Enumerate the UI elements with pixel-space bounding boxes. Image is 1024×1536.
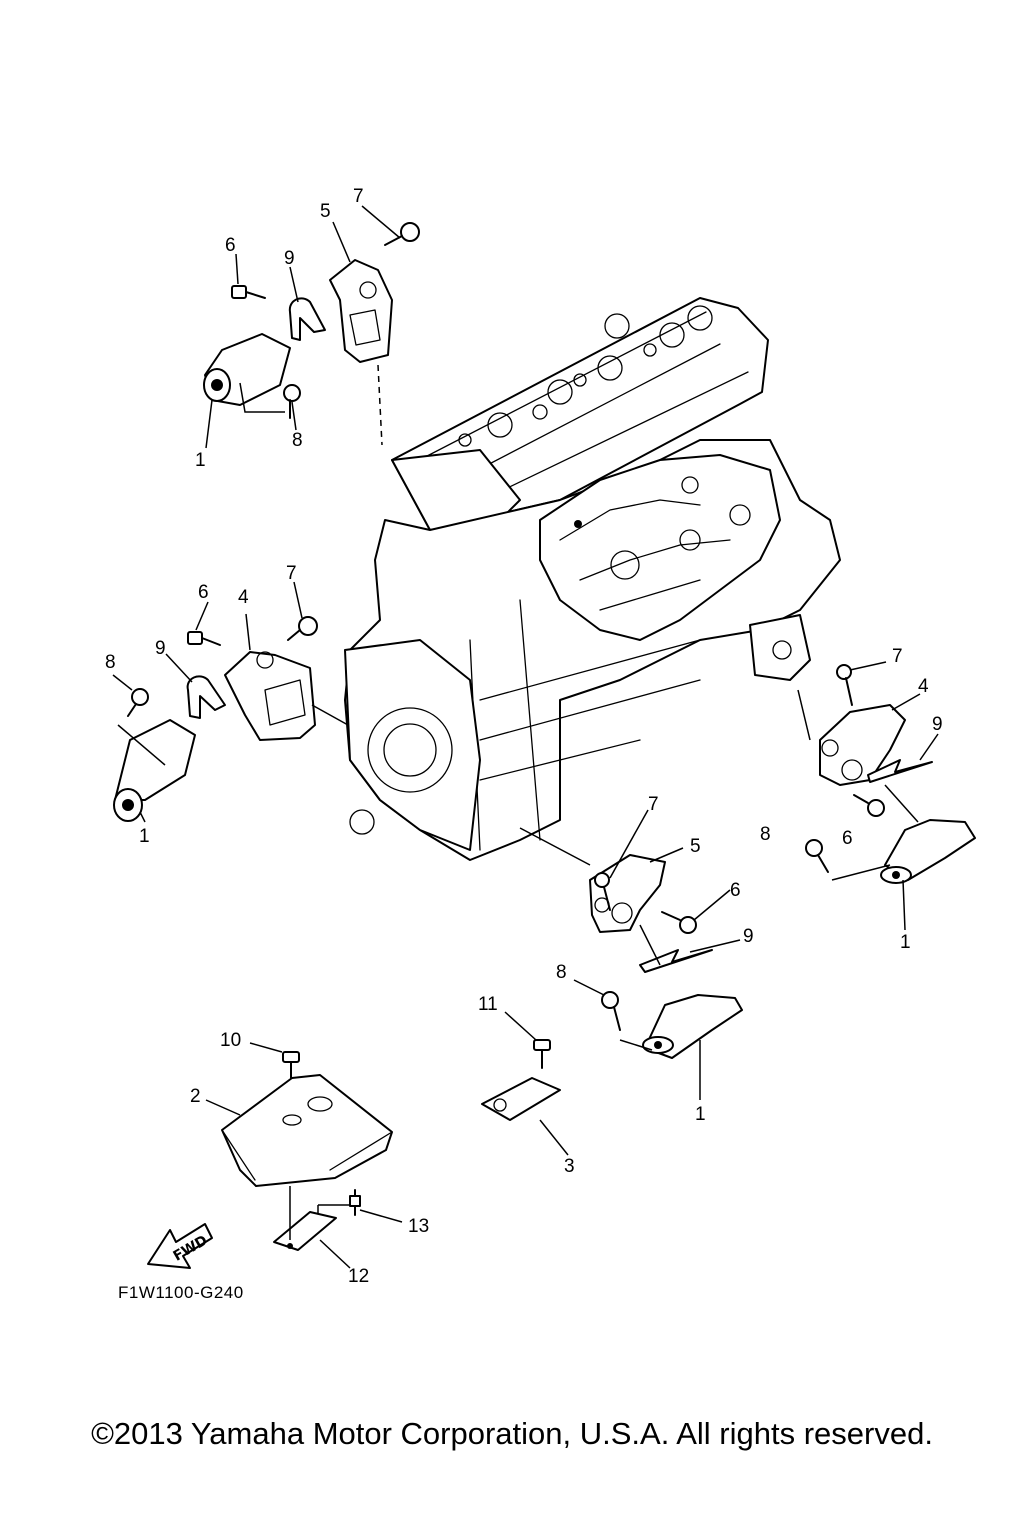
damper-shim: [867, 759, 933, 783]
callout-label: 9: [743, 926, 754, 947]
callout-label: 5: [320, 201, 331, 222]
engine-block: [344, 297, 841, 861]
rivet-icon: [349, 1189, 361, 1216]
bolt-icon: [661, 911, 697, 934]
callout-label: 9: [155, 638, 166, 659]
bracket-plate: [273, 1211, 337, 1251]
callout-label: 1: [900, 932, 911, 953]
lower-parts-group: FWD: [147, 1039, 561, 1269]
bolt-icon: [533, 1039, 551, 1069]
bolt-icon: [594, 872, 611, 911]
engine-bracket: [224, 651, 316, 741]
spark-plug-holes: [458, 305, 713, 447]
forward-arrow-icon: FWD: [147, 1223, 213, 1269]
bolt-icon: [282, 1051, 300, 1079]
bolt-icon: [231, 285, 266, 299]
bolt-icon: [187, 631, 221, 646]
middle-left-mount-group: [113, 616, 349, 822]
engine-mount-rubber: [884, 819, 976, 881]
callout-label: 8: [105, 652, 116, 673]
bolt-icon: [384, 222, 420, 246]
bolt-icon: [836, 664, 853, 706]
bolt-icon: [601, 991, 621, 1031]
callout-leaders: [112, 205, 939, 1269]
damper-shim: [639, 949, 713, 973]
mount-plate: [481, 1077, 561, 1121]
callout-label: 1: [195, 450, 206, 471]
center-mount-group: [519, 827, 743, 1059]
callout-label: 9: [932, 714, 943, 735]
callout-label: 7: [648, 794, 659, 815]
bolt-icon: [287, 616, 318, 641]
callout-label: 5: [690, 836, 701, 857]
diagram-code: F1W1100-G240: [118, 1283, 244, 1302]
bolt-icon: [127, 688, 149, 717]
callout-label: 10: [220, 1030, 241, 1051]
bolt-icon: [283, 384, 301, 419]
callout-label: 4: [238, 587, 249, 608]
callout-label: 11: [478, 994, 498, 1015]
damper-shim: [288, 297, 326, 341]
callout-label: 13: [408, 1216, 429, 1237]
callout-label: 7: [892, 646, 903, 667]
upper-left-mount-group: [203, 222, 420, 446]
callout-label: 6: [198, 582, 209, 603]
engine-bracket: [819, 704, 906, 786]
callout-label: 6: [730, 880, 741, 901]
callout-label: 2: [190, 1086, 201, 1107]
callout-label: 8: [292, 430, 303, 451]
engine-bracket: [329, 259, 393, 363]
callout-label: 3: [564, 1156, 575, 1177]
copyright-notice: ©2013 Yamaha Motor Corporation, U.S.A. A…: [91, 1416, 933, 1451]
callout-label: 12: [348, 1266, 369, 1287]
callout-label: 1: [139, 826, 150, 847]
right-mount-group: [797, 664, 976, 884]
bolt-icon: [853, 794, 885, 817]
callout-label: 6: [225, 235, 236, 256]
callout-label: 8: [556, 962, 567, 983]
callout-label: 7: [353, 186, 364, 207]
bolt-icon: [805, 839, 829, 873]
callout-label: 1: [695, 1104, 706, 1125]
engine-bracket: [589, 854, 666, 933]
callout-label: 9: [284, 248, 295, 269]
callout-numbers: 7 5 6 9 1 8 7 6 4 8 9 1 7 4 9 8 6 1 7 5 …: [105, 186, 943, 1287]
callout-label: 7: [286, 563, 297, 584]
callout-label: 8: [760, 824, 771, 845]
callout-label: 6: [842, 828, 853, 849]
callout-label: 4: [918, 676, 929, 697]
damper-shim: [186, 675, 226, 719]
